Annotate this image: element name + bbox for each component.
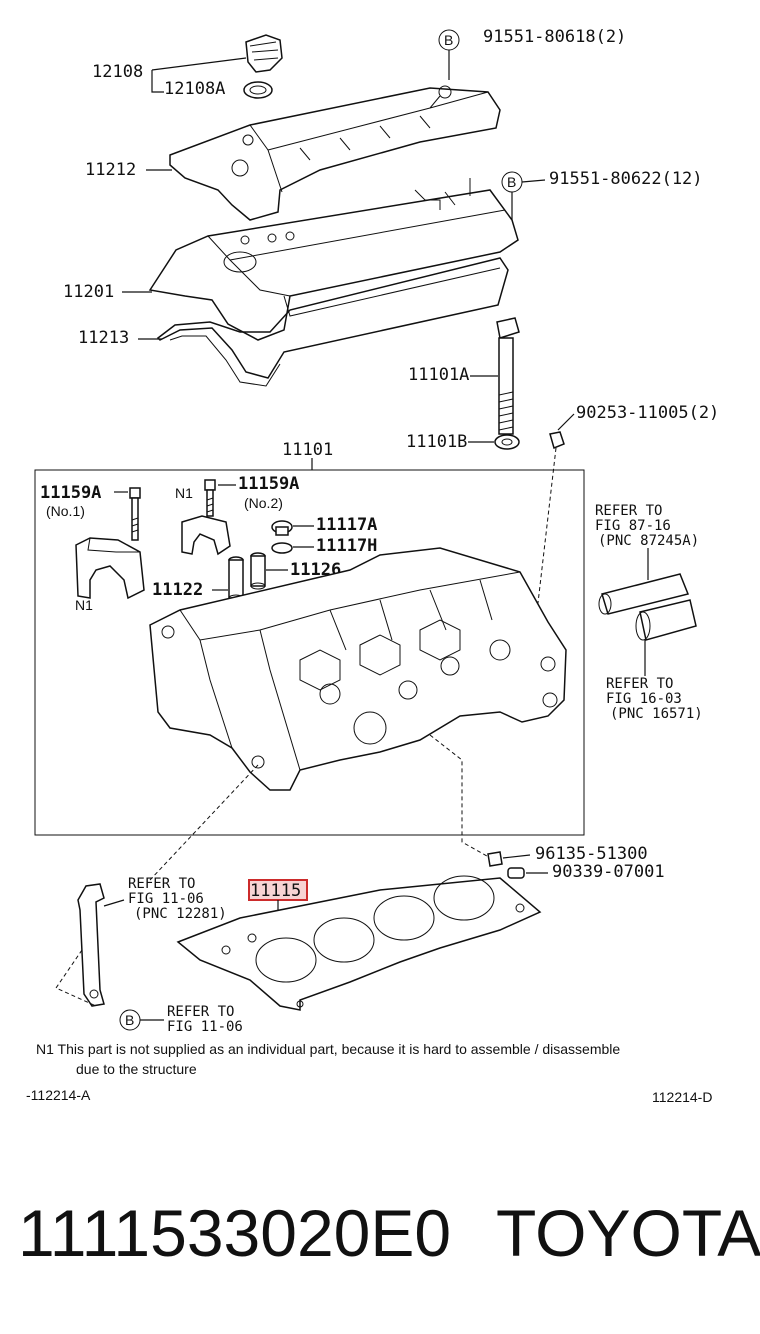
- footer-part-number: 1111533020E0: [18, 1196, 451, 1270]
- label-n1-left: N1: [75, 597, 93, 613]
- bolt-96135[interactable]: [487, 851, 503, 867]
- camshaft-bearing-cap-no2[interactable]: [181, 515, 231, 556]
- label-11201[interactable]: 11201: [63, 282, 114, 302]
- cylinder-head-gasket[interactable]: [176, 875, 542, 1011]
- ref-11-06a-line3: (PNC 12281): [134, 906, 227, 922]
- ref-11-06a-line2[interactable]: FIG 11-06: [128, 891, 204, 907]
- footer-brand: TOYOTA: [496, 1196, 760, 1270]
- diagram-code-left: -112214-A: [26, 1087, 91, 1103]
- valve-guide-intake[interactable]: [228, 556, 244, 602]
- cylinder-head-cover[interactable]: [148, 178, 519, 341]
- cylinder-head[interactable]: [149, 547, 567, 791]
- label-11117h[interactable]: 11117H: [316, 536, 377, 556]
- ref-87-16-line2[interactable]: FIG 87-16: [595, 518, 671, 534]
- oil-filler-cap[interactable]: [243, 34, 283, 99]
- callout-b-right-letter: B: [507, 174, 516, 190]
- label-91551-80618[interactable]: 91551-80618(2): [483, 27, 626, 47]
- camshaft-bearing-cap-bolt-no1[interactable]: [129, 487, 141, 541]
- ref-11-06b-line1: REFER TO: [167, 1004, 234, 1020]
- ref-11-06a-line1: REFER TO: [128, 876, 195, 892]
- callout-b-top-letter: B: [444, 32, 453, 48]
- cylinder-head-group-box: [34, 469, 585, 836]
- camshaft-bearing-cap-no1[interactable]: [75, 537, 145, 600]
- engine-hanger-bracket[interactable]: [77, 883, 105, 1007]
- label-11159a-right[interactable]: 11159A: [238, 474, 299, 494]
- label-90253-11005[interactable]: 90253-11005(2): [576, 403, 719, 423]
- stud-nut-90253[interactable]: [549, 431, 565, 450]
- note-line2: due to the structure: [76, 1061, 197, 1077]
- plug-11117a[interactable]: [271, 520, 293, 536]
- label-11101[interactable]: 11101: [282, 440, 333, 460]
- label-no1: (No.1): [46, 503, 85, 519]
- label-11117a[interactable]: 11117A: [316, 515, 377, 535]
- label-91551-80622[interactable]: 91551-80622(12): [549, 169, 703, 189]
- head-bolt[interactable]: [496, 317, 520, 435]
- ref-16-03-line1: REFER TO: [606, 676, 673, 692]
- label-11101b[interactable]: 11101B: [406, 432, 467, 452]
- label-11213[interactable]: 11213: [78, 328, 129, 348]
- pin-90339[interactable]: [507, 867, 525, 879]
- ref-16-03-line3: (PNC 16571): [610, 706, 703, 722]
- label-no2: (No.2): [244, 495, 283, 511]
- ref-11-06b-line2[interactable]: FIG 11-06: [167, 1019, 243, 1035]
- label-90339-07001[interactable]: 90339-07001: [552, 862, 665, 882]
- cover-gasket[interactable]: [156, 257, 509, 387]
- camshaft-bearing-cap-bolt-no2[interactable]: [204, 479, 216, 517]
- label-96135-51300[interactable]: 96135-51300: [535, 844, 648, 864]
- label-n1-top: N1: [175, 485, 193, 501]
- label-11159a-left[interactable]: 11159A: [40, 483, 101, 503]
- label-11212[interactable]: 11212: [85, 160, 136, 180]
- label-12108a[interactable]: 12108A: [164, 79, 225, 99]
- ref-87-16-line1: REFER TO: [595, 503, 662, 519]
- ref-87-16-line3: (PNC 87245A): [598, 533, 699, 549]
- label-11122[interactable]: 11122: [152, 580, 203, 600]
- oil-filler-gasket: [243, 81, 273, 99]
- ref-16-03-line2[interactable]: FIG 16-03: [606, 691, 682, 707]
- plug-11117h[interactable]: [271, 542, 293, 554]
- valve-guide-exhaust[interactable]: [250, 552, 266, 590]
- label-12108[interactable]: 12108: [92, 62, 143, 82]
- exhaust-tube[interactable]: [635, 599, 697, 641]
- label-11115[interactable]: 11115: [250, 881, 301, 901]
- label-11101a[interactable]: 11101A: [408, 365, 469, 385]
- head-bolt-washer[interactable]: [494, 434, 520, 450]
- cylinder-head-cover-upper[interactable]: [169, 85, 501, 221]
- intake-tube[interactable]: [598, 573, 690, 615]
- callout-b-bottom-letter: B: [125, 1012, 134, 1028]
- note-line1: N1 This part is not supplied as an indiv…: [36, 1041, 620, 1057]
- diagram-code-right: 112214-D: [652, 1089, 712, 1105]
